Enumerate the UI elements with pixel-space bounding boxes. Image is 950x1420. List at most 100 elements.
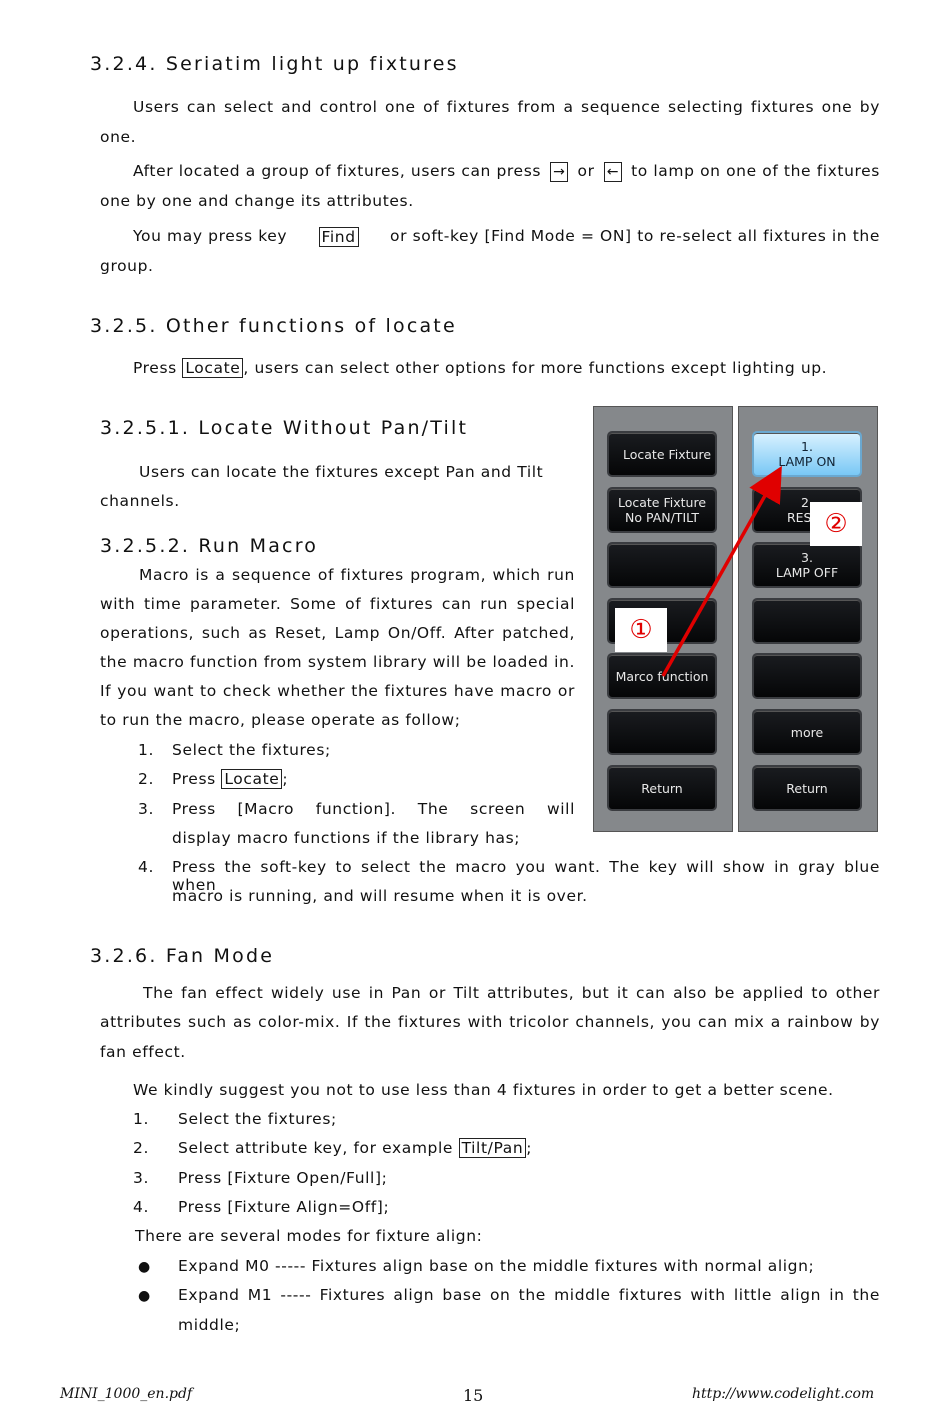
paragraph-line: with time parameter. Some of fixtures ca…	[100, 595, 575, 613]
bullet-item-continuation: middle;	[178, 1316, 241, 1334]
paragraph-continuation: fan effect.	[100, 1043, 186, 1061]
tilt-pan-key: Tilt/Pan	[458, 1138, 527, 1158]
text: Press [Fixture Align=Off];	[178, 1198, 390, 1216]
locate-fixture-button[interactable]: Locate Fixture	[607, 431, 717, 477]
arrow-line	[661, 465, 782, 677]
list-number: 1.	[133, 1110, 149, 1128]
list-item: 2.Press Locate;	[138, 769, 288, 789]
bullet-icon: ●	[138, 1259, 151, 1275]
paragraph-continuation: one.	[100, 128, 137, 146]
text: Select the fixtures;	[172, 741, 331, 759]
paragraph-continuation: channels.	[100, 492, 180, 510]
locate-key: Locate	[221, 769, 283, 789]
paragraph-line: operations, such as Reset, Lamp On/Off. …	[100, 624, 575, 642]
paragraph-line: If you want to check whether the fixture…	[100, 682, 575, 700]
list-number: 3.	[138, 800, 154, 818]
return-button[interactable]: Return	[752, 765, 862, 811]
list-number: 2.	[138, 770, 154, 788]
button-label: Return	[786, 780, 828, 796]
paragraph-continuation: one by one and change its attributes.	[100, 192, 414, 210]
button-label: Locate Fixture	[623, 446, 712, 462]
paragraph: Users can locate the fixtures except Pan…	[139, 463, 544, 481]
button-label: Marco function	[615, 668, 709, 684]
text: After located a group of fixtures, users…	[133, 162, 542, 180]
find-key: Find	[318, 227, 359, 247]
bullet-item-text: Expand M1 ----- Fixtures align base on t…	[178, 1286, 880, 1304]
text: Press	[133, 359, 177, 377]
list-number: 3.	[133, 1169, 149, 1187]
heading-3-2-5-2: 3.2.5.2. Run Macro	[100, 535, 319, 557]
text: You may press key	[133, 227, 288, 245]
empty-softkey-button[interactable]	[752, 598, 862, 644]
button-label: LAMP ON	[778, 454, 836, 469]
list-number: 2.	[133, 1139, 149, 1157]
button-label: Return	[641, 780, 683, 796]
paragraph-continuation: group.	[100, 257, 154, 275]
button-label: No PAN/TILT	[624, 510, 700, 525]
heading-3-2-5-1: 3.2.5.1. Locate Without Pan/Tilt	[100, 417, 469, 439]
bullet-item: ●	[138, 1286, 178, 1304]
paragraph-line: the macro function from system library w…	[100, 653, 575, 671]
list-item: 4.	[138, 858, 172, 876]
text: Press [Fixture Open/Full];	[178, 1169, 388, 1187]
macro-function-button[interactable]: Marco function	[607, 653, 717, 699]
text: Select attribute key, for example	[178, 1139, 454, 1157]
text: to lamp on one of the fixtures	[631, 162, 880, 180]
button-label: more	[790, 724, 824, 740]
button-label: LAMP OFF	[775, 565, 839, 580]
button-label: 1.	[801, 439, 813, 454]
heading-3-2-5: 3.2.5. Other functions of locate	[90, 315, 457, 337]
paragraph: You may press key Find or soft-key [Find…	[133, 227, 880, 247]
footer-url: http://www.codelight.com	[692, 1386, 875, 1402]
text: Expand M0 ----- Fixtures align base on t…	[178, 1257, 815, 1275]
heading-3-2-4: 3.2.4. Seriatim light up fixtures	[90, 53, 459, 75]
empty-softkey-button[interactable]	[607, 542, 717, 588]
right-arrow-key-icon: →	[550, 162, 569, 182]
text: , users can select other options for mor…	[243, 359, 828, 377]
paragraph: There are several modes for fixture alig…	[135, 1227, 483, 1245]
button-label: Locate Fixture	[617, 495, 707, 510]
empty-softkey-button[interactable]	[607, 709, 717, 755]
footer-filename: MINI_1000_en.pdf	[60, 1386, 193, 1402]
list-item-text: Press [Macro function]. The screen will	[172, 800, 575, 818]
callout-2: ②	[810, 502, 862, 546]
list-item: 3. Press [Fixture Open/Full];	[133, 1169, 387, 1187]
paragraph: We kindly suggest you not to use less th…	[133, 1081, 834, 1099]
list-item-text: Press the soft-key to select the macro y…	[172, 858, 880, 894]
locate-key: Locate	[182, 358, 244, 378]
list-number: 4.	[138, 858, 154, 876]
callout-1: ①	[615, 608, 667, 652]
page-number: 15	[463, 1386, 484, 1405]
text: or	[577, 162, 595, 180]
bullet-item: ● Expand M0 ----- Fixtures align base on …	[138, 1257, 814, 1275]
paragraph: Press Locate, users can select other opt…	[133, 358, 828, 378]
list-number: 1.	[138, 741, 154, 759]
paragraph-line: to run the macro, please operate as foll…	[100, 711, 461, 729]
heading-3-2-6: 3.2.6. Fan Mode	[90, 945, 275, 967]
list-item: 3.	[138, 800, 172, 818]
list-number: 4.	[133, 1198, 149, 1216]
list-item: 1. Select the fixtures;	[133, 1110, 337, 1128]
left-arrow-key-icon: ←	[603, 162, 622, 182]
list-item: 1. Select the fixtures;	[138, 741, 331, 759]
list-item: 2. Select attribute key, for example Tilt…	[133, 1138, 533, 1158]
text: Press	[172, 770, 216, 788]
paragraph: Users can select and control one of fixt…	[133, 98, 880, 116]
annotation-arrow	[661, 465, 782, 677]
text: or soft-key [Find Mode = ON] to re-selec…	[390, 227, 880, 245]
text: Select the fixtures;	[178, 1110, 337, 1128]
bullet-icon: ●	[138, 1288, 151, 1304]
button-label: 2.	[801, 495, 813, 510]
paragraph-line: Macro is a sequence of fixtures program,…	[139, 566, 575, 584]
lamp-off-macro-button[interactable]: 3.LAMP OFF	[752, 542, 862, 588]
text: ;	[526, 1139, 533, 1157]
return-button[interactable]: Return	[607, 765, 717, 811]
empty-softkey-button[interactable]	[752, 653, 862, 699]
paragraph: After located a group of fixtures, users…	[133, 162, 880, 182]
button-label: 3.	[801, 550, 813, 565]
more-button[interactable]: more	[752, 709, 862, 755]
list-item-continuation: macro is running, and will resume when i…	[172, 887, 588, 905]
list-item-continuation: display macro functions if the library h…	[172, 829, 521, 847]
